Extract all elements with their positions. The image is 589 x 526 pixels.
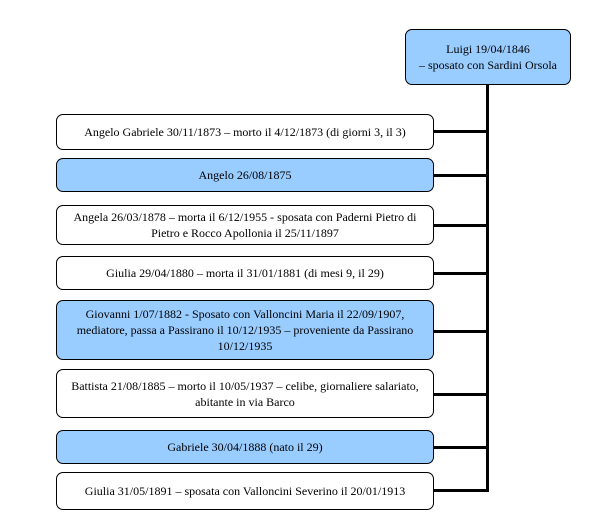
connector-8: [433, 489, 489, 492]
child-label: Angelo Gabriele 30/11/1873 – morto il 4/…: [84, 125, 406, 139]
connector-3: [433, 224, 489, 227]
child-label: Angela 26/03/1878 – morta il 6/12/1955 -…: [73, 210, 417, 240]
connector-6: [433, 393, 489, 396]
connector-4: [433, 272, 489, 275]
child-label: Giulia 31/05/1891 – sposata con Vallonci…: [84, 484, 406, 498]
child-label: Giulia 29/04/1880 – morta il 31/01/1881 …: [106, 266, 384, 280]
connector-7: [433, 446, 489, 449]
child-node-1: Angelo Gabriele 30/11/1873 – morto il 4/…: [56, 114, 434, 150]
child-label: Gabriele 30/04/1888 (nato il 29): [167, 440, 323, 454]
child-node-4: Giulia 29/04/1880 – morta il 31/01/1881 …: [56, 256, 434, 290]
connector-1: [433, 130, 489, 133]
connector-2: [433, 174, 489, 177]
child-label: Battista 21/08/1885 – morto il 10/05/193…: [71, 378, 419, 409]
child-node-2: Angelo 26/08/1875: [56, 158, 434, 192]
child-node-7: Gabriele 30/04/1888 (nato il 29): [56, 430, 434, 464]
child-label: Angelo 26/08/1875: [198, 168, 292, 182]
root-node: Luigi 19/04/1846 – sposato con Sardini O…: [405, 29, 571, 85]
connector-5: [433, 330, 489, 333]
child-node-3: Angela 26/03/1878 – morta il 6/12/1955 -…: [56, 205, 434, 245]
child-node-6: Battista 21/08/1885 – morto il 10/05/193…: [56, 369, 434, 418]
trunk-line: [486, 85, 489, 491]
root-label: Luigi 19/04/1846 – sposato con Sardini O…: [419, 42, 557, 72]
child-label: Giovanni 1/07/1882 - Sposato con Vallonc…: [76, 307, 414, 353]
child-node-8: Giulia 31/05/1891 – sposata con Vallonci…: [56, 472, 434, 510]
child-node-5: Giovanni 1/07/1882 - Sposato con Vallonc…: [56, 300, 434, 360]
